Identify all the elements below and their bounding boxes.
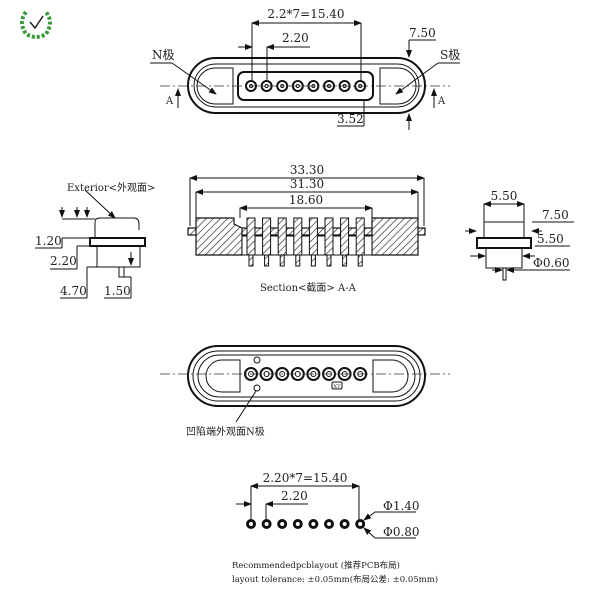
top-pitch: 2.20: [282, 31, 309, 45]
section-caption: Section<截面> A-A: [260, 281, 357, 294]
section-pin: [293, 217, 303, 267]
side-dim-2: 2.20: [50, 254, 77, 268]
top-pitch-total: 2.2*7=15.40: [267, 7, 344, 21]
pcb-pad: [355, 519, 366, 529]
pcb-pitch: 2.20: [281, 489, 308, 503]
top-view: 2.2*7=15.40 2.20 7.50 3.52 N极 S极 A A: [150, 7, 460, 130]
pcb-pad: [292, 519, 303, 529]
n-pole-label: N极: [152, 48, 175, 62]
side-dim-4: 1.50: [104, 284, 131, 298]
pcb-pad: [339, 519, 350, 529]
bottom-marking: XT: [334, 384, 342, 390]
section-view: 33.30 31.30 18.60 Section<截面> A-A: [187, 163, 426, 294]
section-pin: [355, 217, 365, 267]
section-pin: [262, 217, 272, 267]
pcb-pad: [308, 519, 319, 529]
section-pin: [340, 217, 350, 267]
pcb-pad: [246, 519, 256, 529]
side-dim-1: 1.20: [35, 234, 62, 248]
laurel-check-logo: [20, 10, 52, 39]
s-pole-label: S极: [440, 48, 460, 62]
exterior-label: Exterior<外观面>: [67, 182, 155, 194]
pcb-layout-tolerance: layout tolerance: ±0.05mm(布局公差: ±0.05mm): [232, 574, 438, 585]
section-pin: [277, 217, 287, 267]
top-width: 7.50: [409, 26, 436, 40]
bottom-view: XT 凹陷端外观面N极: [160, 345, 450, 438]
top-inner-offset: 3.52: [337, 112, 364, 126]
section-pin: [246, 217, 256, 267]
end-flange-width: 7.50: [542, 208, 569, 222]
section-body-length: 31.30: [290, 177, 324, 191]
section-overall-length: 33.30: [290, 163, 324, 177]
side-view: Exterior<外观面> 1.20 2.20 4.70 1.50: [35, 182, 155, 299]
section-pin: [324, 217, 334, 267]
end-pin-diameter: Φ0.60: [533, 256, 570, 270]
pcb-pad: [277, 519, 288, 529]
pcb-layout: 2.20*7=15.40 2.20 Φ1.40 Φ0.80 Recommende…: [232, 471, 438, 585]
side-dim-3: 4.70: [60, 284, 87, 298]
pcb-pad: [324, 519, 334, 529]
end-view: 5.50 7.50 5.50 Φ0.60: [465, 189, 574, 281]
pcb-pad-diameter: Φ1.40: [383, 499, 420, 513]
pcb-pad: [261, 519, 272, 529]
section-pin: [308, 217, 318, 267]
pcb-layout-title: Recommendedpcblayout (推荐PCB布局): [232, 560, 400, 571]
bottom-callout: 凹陷端外观面N极: [186, 425, 265, 438]
section-pin-span: 18.60: [289, 193, 323, 207]
end-top-width: 5.50: [491, 189, 518, 203]
section-mark-right: A: [437, 96, 446, 107]
pcb-hole-diameter: Φ0.80: [383, 525, 420, 539]
pcb-pitch-total: 2.20*7=15.40: [263, 471, 348, 485]
section-mark-left: A: [165, 96, 174, 107]
end-body-width: 5.50: [537, 232, 564, 246]
